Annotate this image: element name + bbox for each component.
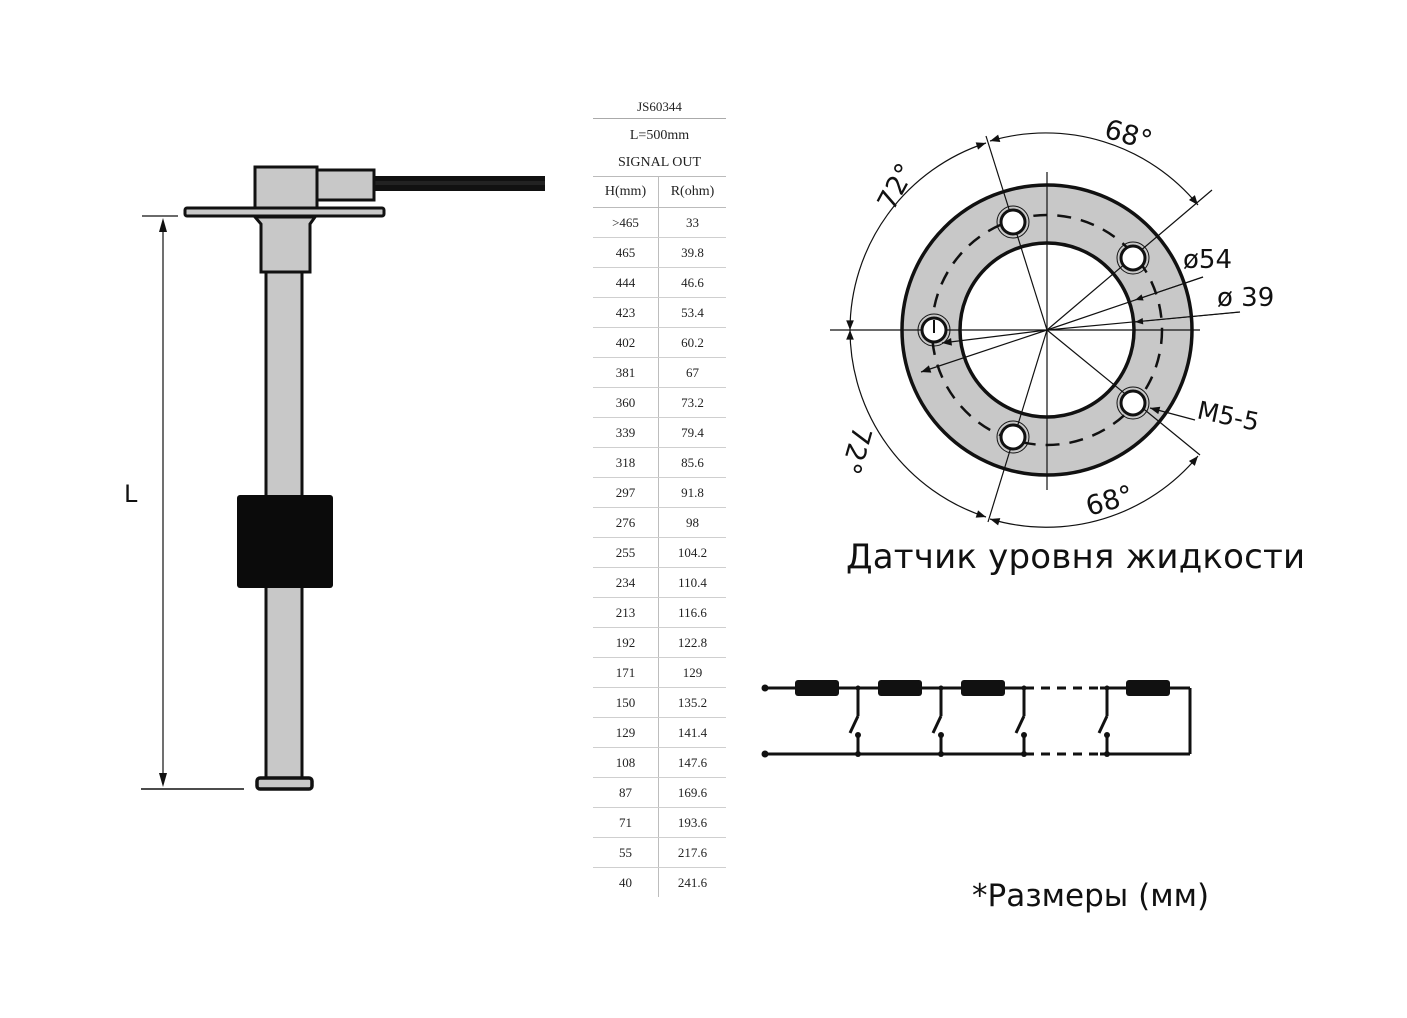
- length-label: L: [124, 480, 138, 508]
- bolt-hole: [1116, 241, 1150, 275]
- resistor: [961, 680, 1005, 696]
- bottom-stopper: [255, 776, 314, 791]
- resistor: [878, 680, 922, 696]
- bolt-hole-threaded: [1116, 386, 1150, 420]
- bore-diameter-label: ø 39: [1217, 283, 1274, 313]
- terminal: [761, 750, 769, 758]
- cable-connector: [315, 168, 376, 202]
- dimensions-note: *Размеры (мм): [972, 878, 1210, 914]
- angle-arc-top-left: [846, 142, 987, 331]
- bolt-hole: [996, 420, 1030, 454]
- reed-switch: [931, 688, 943, 754]
- column-header-height: H(mm): [593, 176, 659, 208]
- angle-arc-top-right: [989, 132, 1199, 206]
- resistor: [1126, 680, 1170, 696]
- terminal: [761, 684, 769, 692]
- reed-switch: [848, 688, 860, 754]
- bolt-hole: [996, 205, 1030, 239]
- signal-label: SIGNAL OUT: [593, 149, 726, 177]
- angle-arc-bottom-left: [846, 329, 987, 518]
- reed-switch: [1014, 688, 1026, 754]
- model-number: JS60344: [593, 95, 726, 119]
- rod-length: L=500mm: [629, 128, 690, 143]
- column-header-resistance: R(ohm): [658, 176, 726, 208]
- angle-arc-bottom-right: [989, 455, 1199, 528]
- resistor: [795, 680, 839, 696]
- float: [237, 495, 333, 588]
- sensor-neck: [251, 215, 318, 274]
- bolt-circle-diameter-label: ø54: [1183, 245, 1232, 275]
- reed-switch: [1097, 688, 1109, 754]
- resistance-table: JS60344 L=500mm SIGNAL OUT H(mm) R(ohm) …: [593, 95, 726, 897]
- diagram-caption: Датчик уровня жидкости: [846, 537, 1306, 577]
